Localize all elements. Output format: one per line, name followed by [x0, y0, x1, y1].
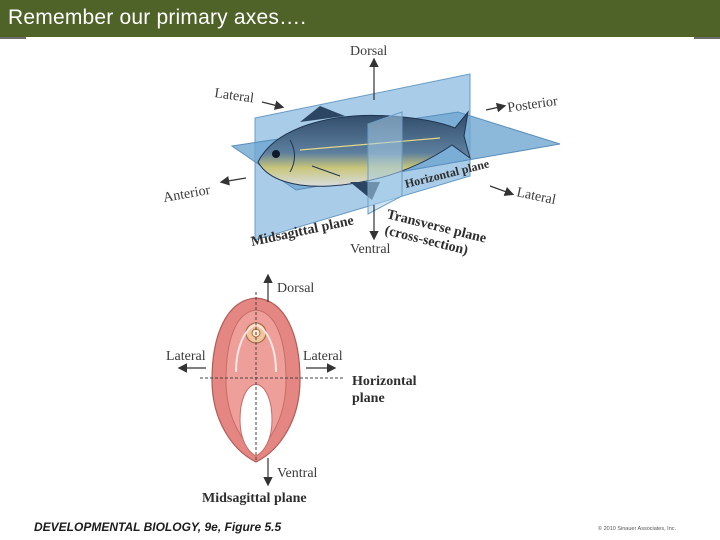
cross-section-diagram: Dorsal Ventral Lateral Lateral Horizonta…: [166, 273, 417, 506]
title-rule-left: [0, 37, 26, 39]
lateral-left-arrow: [261, 100, 285, 110]
cs-lateral-left-label: Lateral: [166, 349, 206, 364]
title-bar: Remember our primary axes….: [0, 0, 720, 37]
cs-lateral-right-label: Lateral: [303, 349, 343, 364]
fish-plane-diagram: Dorsal Ventral Lateral Posterior Anterio…: [162, 44, 561, 259]
fish-posterior-label: Posterior: [506, 94, 558, 116]
posterior-arrow: [485, 102, 507, 113]
cs-horizontal-plane-label: Horizontal: [352, 374, 417, 389]
fish-lateral-left-label: Lateral: [213, 86, 254, 106]
cs-midsagittal-plane-label: Midsagittal plane: [202, 491, 307, 506]
figure-caption: DEVELOPMENTAL BIOLOGY, 9e, Figure 5.5: [34, 520, 282, 534]
transverse-plane: [367, 111, 403, 215]
fish-lateral-right-label: Lateral: [515, 185, 557, 208]
slide-title: Remember our primary axes….: [8, 6, 307, 29]
copyright-notice: © 2010 Sinauer Associates, Inc.: [598, 526, 677, 532]
cs-horizontal-plane-label-2: plane: [352, 391, 385, 406]
fish-anterior-label: Anterior: [162, 183, 212, 206]
lateral-right-arrow: [489, 185, 515, 197]
anterior-arrow: [219, 176, 247, 186]
fish-ventral-label: Ventral: [350, 242, 391, 257]
cs-ventral-label: Ventral: [277, 466, 318, 481]
fish-dorsal-label: Dorsal: [350, 44, 387, 59]
cs-dorsal-label: Dorsal: [277, 281, 314, 296]
title-rule-right: [694, 37, 720, 39]
